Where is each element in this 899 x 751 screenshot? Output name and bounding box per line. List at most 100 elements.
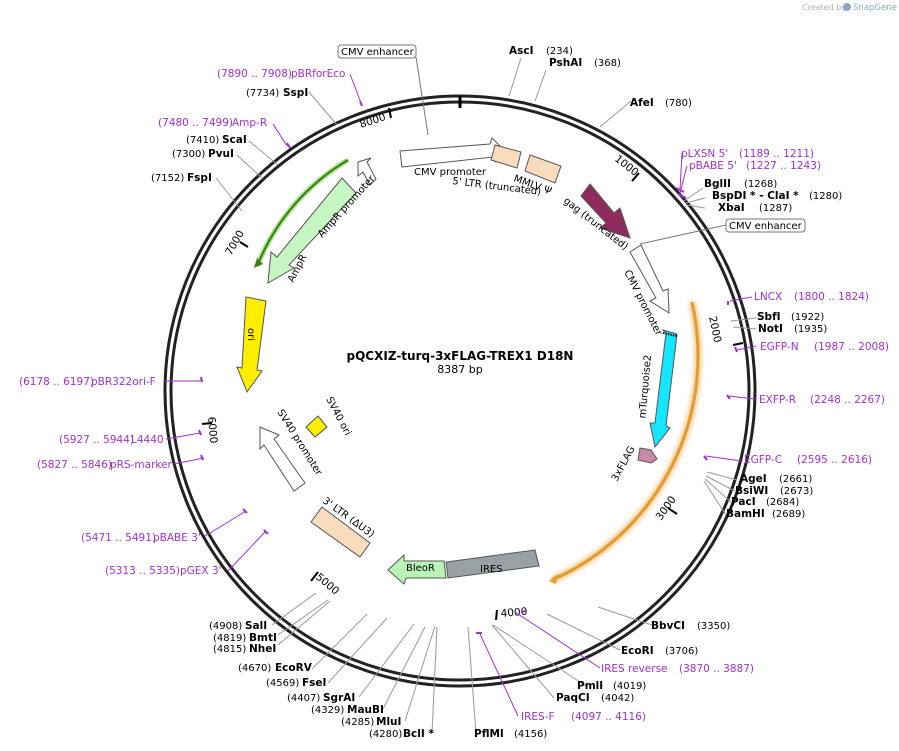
svg-text:(4019): (4019) bbox=[613, 681, 646, 692]
ampr-promoter-feature[interactable] bbox=[357, 157, 377, 186]
svg-text:AgeI: AgeI bbox=[740, 473, 767, 485]
primer-amp-r[interactable]: (7480 .. 7499)Amp-R bbox=[158, 117, 267, 129]
svg-text:(4097 .. 4116): (4097 .. 4116) bbox=[571, 711, 646, 723]
svg-text:(1287): (1287) bbox=[759, 203, 792, 214]
svg-text:(2595 .. 2616): (2595 .. 2616) bbox=[797, 454, 872, 466]
svg-text:EXFP-R: EXFP-R bbox=[759, 394, 796, 406]
site-bglII[interactable]: BglII(1268) bbox=[704, 178, 777, 190]
ltr5-feature[interactable] bbox=[490, 144, 522, 169]
site-scaI[interactable]: (7410)ScaI bbox=[186, 134, 247, 146]
primer-pbrforeco[interactable]: (7890 .. 7908)pBRforEco bbox=[217, 68, 345, 80]
svg-text:(3870 .. 3887): (3870 .. 3887) bbox=[679, 663, 754, 675]
sv40-ori-feature[interactable] bbox=[305, 415, 328, 438]
svg-text:SspI: SspI bbox=[283, 87, 308, 99]
primer-pbr322ori-f[interactable]: (6178 .. 6197)pBR322ori-F bbox=[19, 376, 156, 388]
cmv-enhancer-right-label[interactable]: CMV enhancer bbox=[639, 218, 806, 245]
site-mauBI[interactable]: (4329)MauBI bbox=[311, 704, 384, 716]
site-pacI[interactable]: PacI(2684) bbox=[731, 496, 799, 508]
svg-text:(4285): (4285) bbox=[341, 717, 374, 728]
site-fseI[interactable]: (4569)FseI bbox=[266, 677, 326, 689]
ires-feature[interactable] bbox=[445, 549, 540, 579]
site-salI[interactable]: (4908)SalI bbox=[209, 620, 267, 632]
site-pshAI[interactable]: PshAI(368) bbox=[549, 57, 621, 69]
site-fspI[interactable]: (7152)FspI bbox=[151, 172, 212, 184]
primer-pgex3[interactable]: (5313 .. 5335)pGEX 3' bbox=[105, 565, 222, 577]
site-notI[interactable]: NotI (1935) bbox=[758, 323, 827, 335]
svg-text:(5827 .. 5846): (5827 .. 5846) bbox=[37, 459, 112, 471]
svg-text:(7152): (7152) bbox=[151, 173, 184, 184]
site-ecoRV[interactable]: (4670)EcoRV bbox=[238, 662, 313, 674]
ori-feature[interactable] bbox=[236, 296, 267, 394]
svg-text:NotI: NotI bbox=[758, 323, 783, 335]
tick-mark bbox=[631, 172, 640, 182]
primer-egfp-n[interactable]: EGFP-N(1987 .. 2008) bbox=[760, 341, 889, 353]
svg-text:(1922): (1922) bbox=[791, 312, 824, 323]
svg-text:pBABE 3': pBABE 3' bbox=[153, 532, 201, 544]
site-mluI[interactable]: (4285)MluI bbox=[341, 716, 401, 728]
svg-text:BglII: BglII bbox=[704, 178, 731, 190]
label-mturquoise2: mTurquoise2 bbox=[637, 354, 654, 419]
primer-egfp-c[interactable]: EGFP-C(2595 .. 2616) bbox=[744, 454, 872, 466]
svg-text:PacI: PacI bbox=[731, 496, 756, 508]
ampr-orf-arc[interactable] bbox=[257, 159, 349, 265]
site-nheI[interactable]: (4815)NheI bbox=[213, 643, 276, 655]
mturquoise2-feature[interactable] bbox=[649, 328, 678, 449]
site-sspI[interactable]: (7734)SspI bbox=[246, 87, 308, 99]
site-bclI[interactable]: (4280)BclI * bbox=[369, 728, 434, 740]
primer-pbabe5[interactable]: pBABE 5'(1227 .. 1243) bbox=[689, 160, 821, 172]
snapgene-credit[interactable]: Created by SnapGene bbox=[802, 3, 897, 13]
site-bbvCI[interactable]: BbvCI(3350) bbox=[651, 620, 730, 632]
primer-lncx[interactable]: LNCX(1800 .. 1824) bbox=[754, 291, 869, 303]
svg-text:PaqCI: PaqCI bbox=[556, 692, 590, 704]
sv40-promoter-feature[interactable] bbox=[259, 426, 306, 492]
tick-mark bbox=[732, 342, 744, 346]
site-afeI[interactable]: AfeI(780) bbox=[630, 97, 692, 109]
site-pflMI[interactable]: PflMI(4156) bbox=[474, 728, 547, 740]
site-xbaI[interactable]: XbaI(1287) bbox=[718, 202, 792, 214]
primer-pbabe3[interactable]: (5471 .. 5491)pBABE 3' bbox=[81, 532, 201, 544]
svg-text:(7410): (7410) bbox=[186, 135, 219, 146]
bleor-feature[interactable] bbox=[387, 553, 447, 585]
primer-l4440[interactable]: (5927 .. 5944)L4440 bbox=[59, 434, 164, 446]
gag-feature[interactable] bbox=[580, 183, 631, 239]
ampr-feature[interactable] bbox=[267, 177, 357, 284]
primer-ires-reverse[interactable]: IRES reverse(3870 .. 3887) bbox=[601, 663, 754, 675]
site-ecoRI[interactable]: EcoRI(3706) bbox=[621, 645, 698, 657]
site-ageI[interactable]: AgeI(2661) bbox=[740, 473, 812, 485]
svg-text:SbfI: SbfI bbox=[757, 311, 781, 323]
site-sgrAI[interactable]: (4407)SgrAI bbox=[287, 692, 355, 704]
tick-mark bbox=[239, 241, 249, 248]
site-paqCI[interactable]: PaqCI(4042) bbox=[556, 692, 634, 704]
cmv-enhancer-top-label[interactable]: CMV enhancer bbox=[337, 44, 429, 136]
label-cmv-promoter-top: CMV promoter bbox=[414, 167, 487, 178]
label-box bbox=[725, 218, 806, 233]
label-text: CMV enhancer bbox=[341, 47, 415, 58]
svg-text:pBRforEco: pBRforEco bbox=[291, 68, 345, 80]
svg-text:(1227 .. 1243): (1227 .. 1243) bbox=[746, 160, 821, 172]
site-bmtI[interactable]: (4819)BmtI bbox=[213, 632, 277, 644]
primer-prs-marker[interactable]: (5827 .. 5846)pRS-marker bbox=[37, 459, 173, 471]
primer-ires-f[interactable]: IRES-F(4097 .. 4116) bbox=[521, 711, 646, 723]
primer-plxsn5[interactable]: pLXSN 5'(1189 .. 1211) bbox=[681, 148, 814, 160]
site-bspDI-claI[interactable]: BspDI * - ClaI *(1280) bbox=[712, 190, 842, 202]
site-ascI[interactable]: AscI(234) bbox=[509, 45, 573, 57]
orf-arrowhead bbox=[549, 574, 558, 584]
flag-feature[interactable] bbox=[637, 447, 658, 464]
site-bamHI[interactable]: BamHI(2689) bbox=[726, 508, 805, 520]
tick-label-3000: 3000 bbox=[654, 494, 679, 523]
site-pmlI[interactable]: PmlI(4019) bbox=[577, 680, 646, 692]
ltr3-feature[interactable] bbox=[310, 506, 371, 558]
site-bsiWI[interactable]: BsiWI(2673) bbox=[735, 485, 813, 497]
svg-text:(6178 .. 6197): (6178 .. 6197) bbox=[19, 376, 94, 388]
site-sbfI[interactable]: SbfI (1922) bbox=[757, 311, 824, 323]
orf-arc-feature[interactable] bbox=[551, 301, 700, 582]
svg-text:(1935): (1935) bbox=[794, 324, 827, 335]
svg-text:SalI: SalI bbox=[245, 620, 267, 632]
primer-exfp-r[interactable]: EXFP-R(2248 .. 2267) bbox=[759, 394, 885, 406]
cmv-promoter-right-feature[interactable] bbox=[629, 244, 670, 314]
cmv-promoter-top-feature[interactable] bbox=[399, 137, 506, 168]
tick-mark bbox=[388, 107, 392, 119]
mmlv-psi-feature[interactable] bbox=[524, 154, 562, 184]
site-pvuI[interactable]: (7300)PvuI bbox=[172, 148, 234, 160]
ampr-orf-arrowhead bbox=[254, 258, 263, 268]
